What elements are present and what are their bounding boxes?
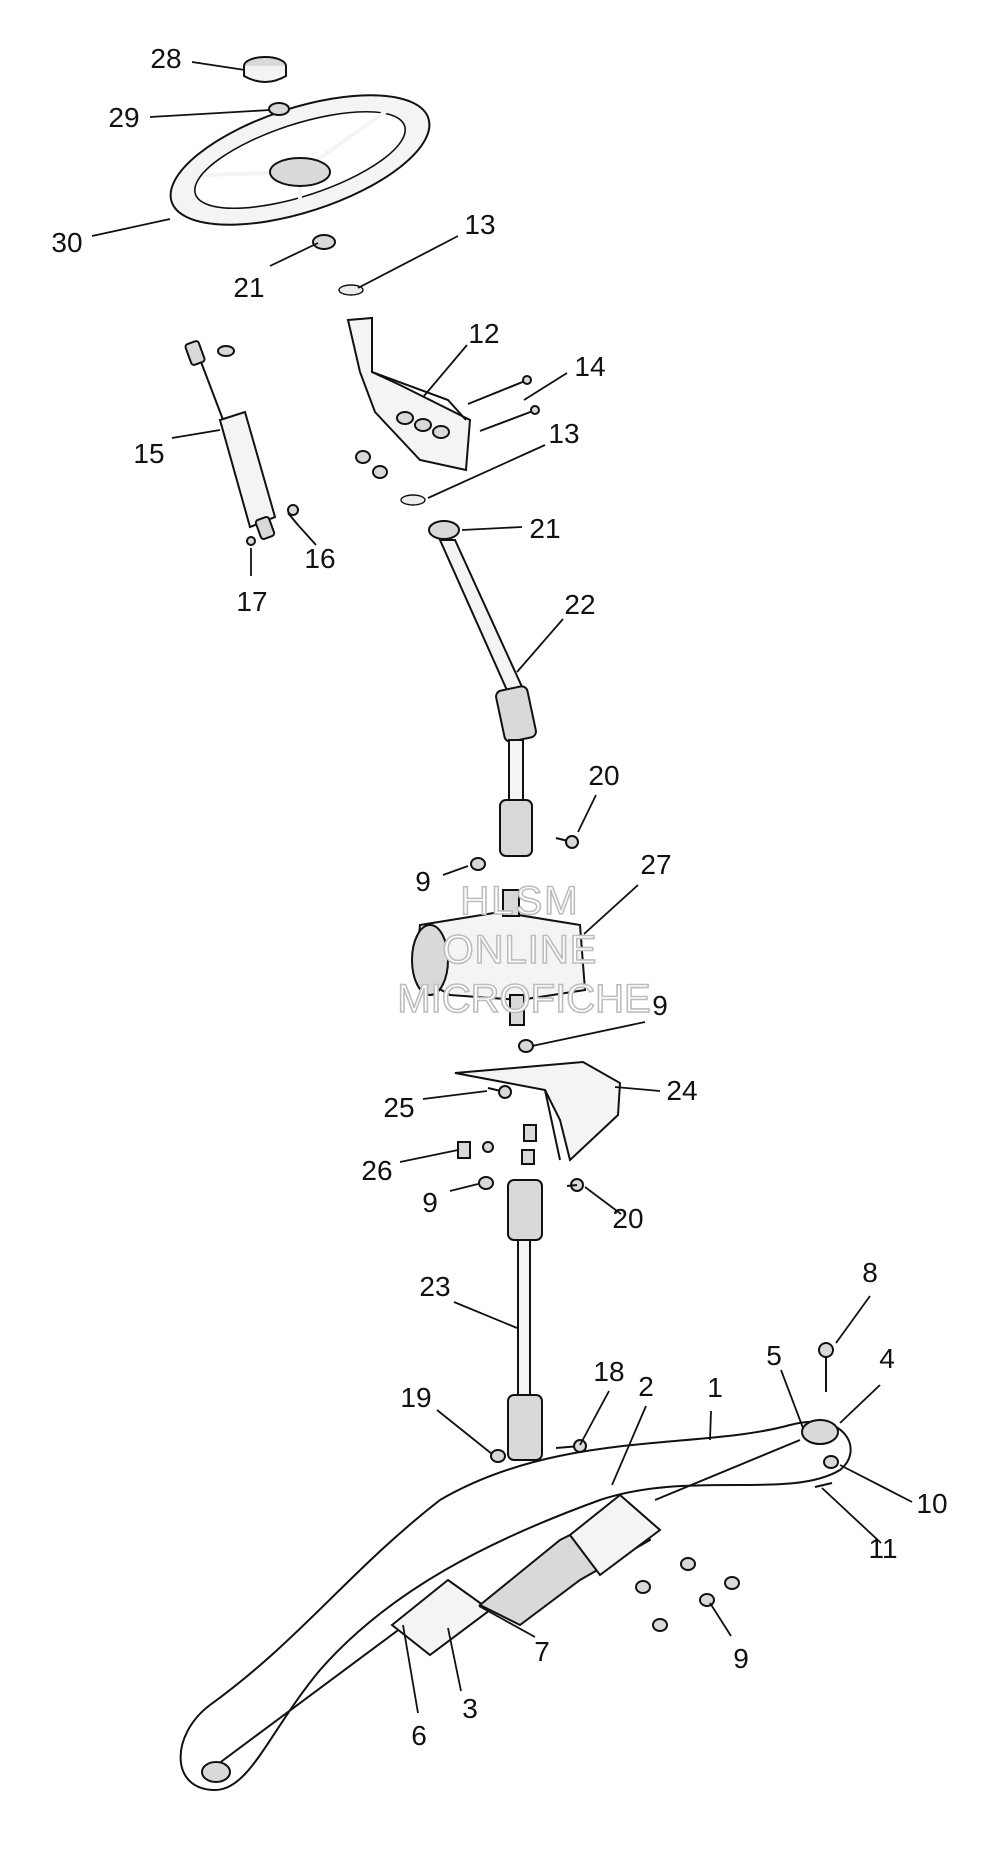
shaft-bolt-upper xyxy=(555,835,579,849)
callout-16: 16 xyxy=(304,543,335,574)
callout-25: 25 xyxy=(383,1092,414,1123)
bracket-bolt xyxy=(487,1085,512,1099)
steering-wheel xyxy=(169,94,431,226)
leader-lines xyxy=(91,61,913,1714)
lower-shaft-nut xyxy=(478,1176,494,1190)
bracket-nuts xyxy=(355,450,388,479)
bracket-screws xyxy=(457,1124,537,1165)
callout-29: 29 xyxy=(108,102,139,133)
callout-8: 8 xyxy=(862,1257,878,1288)
callout-24: 24 xyxy=(666,1075,697,1106)
callout-9-b: 9 xyxy=(652,990,668,1021)
tie-rod-nut xyxy=(823,1455,839,1469)
rack-mount-nuts xyxy=(635,1557,740,1632)
lower-steering-shaft xyxy=(507,1179,543,1461)
washer-lower xyxy=(400,494,426,506)
steering-rack-assembly xyxy=(179,1419,852,1792)
callout-10: 10 xyxy=(916,1488,947,1519)
tilt-bracket xyxy=(346,316,472,472)
bushing-lower xyxy=(428,520,460,540)
callout-2: 2 xyxy=(638,1371,654,1402)
gas-spring xyxy=(184,340,277,540)
rack-nut xyxy=(490,1449,506,1463)
wheel-nut xyxy=(268,102,290,116)
callout-30: 30 xyxy=(51,227,82,258)
callout-1: 1 xyxy=(707,1372,723,1403)
upper-steering-shaft xyxy=(438,539,537,857)
callout-9-a: 9 xyxy=(415,866,431,897)
callout-19: 19 xyxy=(400,1382,431,1413)
callout-23: 23 xyxy=(419,1271,450,1302)
tie-rod-bolt xyxy=(818,1342,834,1392)
power-steering-unit xyxy=(411,889,587,1026)
watermark-line-3: MICROFICHE xyxy=(397,977,650,1021)
callout-18: 18 xyxy=(593,1356,624,1387)
watermark: HLSM ONLINE MICROFICHE xyxy=(397,878,652,1022)
callout-28: 28 xyxy=(150,43,181,74)
callout-4: 4 xyxy=(879,1343,895,1374)
callout-12: 12 xyxy=(468,318,499,349)
retaining-clip xyxy=(246,536,256,546)
lower-shaft-bolt xyxy=(566,1178,584,1192)
callout-26: 26 xyxy=(361,1155,392,1186)
callout-21-lower: 21 xyxy=(529,513,560,544)
callout-5: 5 xyxy=(766,1340,782,1371)
unit-nut xyxy=(518,1039,534,1053)
callout-11: 11 xyxy=(868,1533,897,1564)
callout-20-upper: 20 xyxy=(588,760,619,791)
callout-6: 6 xyxy=(411,1720,427,1751)
washer-upper xyxy=(338,284,364,296)
callout-17: 17 xyxy=(236,586,267,617)
callout-14: 14 xyxy=(574,351,605,382)
callout-3: 3 xyxy=(462,1693,478,1724)
mount-bracket xyxy=(454,1060,622,1162)
callout-22: 22 xyxy=(564,589,595,620)
callout-9-d: 9 xyxy=(733,1643,749,1674)
callout-13-lower: 13 xyxy=(548,418,579,449)
callout-9-c: 9 xyxy=(422,1187,438,1218)
callout-27: 27 xyxy=(640,849,671,880)
watermark-line-1: HLSM xyxy=(460,879,579,923)
callout-20-lower: 20 xyxy=(612,1203,643,1234)
callout-7: 7 xyxy=(534,1636,550,1667)
pivot-pin xyxy=(287,504,299,526)
callout-labels: 28 29 30 21 13 12 14 13 21 15 16 17 22 2… xyxy=(51,43,947,1751)
callout-21-upper: 21 xyxy=(233,272,264,303)
horn-cap xyxy=(243,56,287,83)
callout-15: 15 xyxy=(133,438,164,469)
bushing-upper xyxy=(312,234,336,250)
bracket-bolts xyxy=(467,375,540,432)
shaft-nut-upper xyxy=(470,857,486,871)
cotter-pin xyxy=(814,1482,833,1488)
callout-13-upper: 13 xyxy=(464,209,495,240)
watermark-line-2: ONLINE xyxy=(443,928,598,972)
